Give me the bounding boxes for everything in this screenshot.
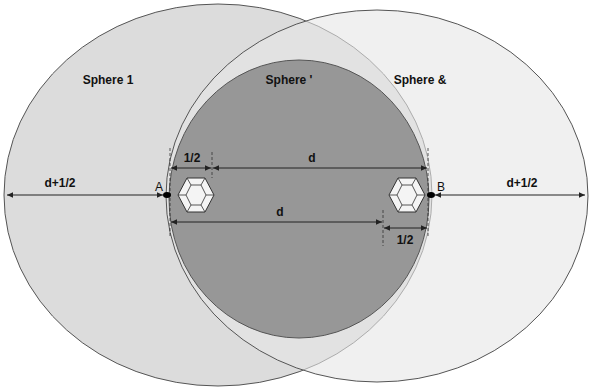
point-label: B (437, 181, 445, 193)
dimension-label: d (276, 206, 283, 218)
dimension-label: 1/2 (397, 234, 414, 246)
sphere-label: Sphere & (394, 73, 447, 87)
sphere-label: Sphere ' (266, 73, 313, 87)
dimension-label: d+1/2 (44, 177, 75, 189)
dimension-label: d+1/2 (506, 177, 537, 189)
dimension-label: 1/2 (184, 152, 201, 164)
dimension-label: d (308, 152, 315, 164)
sphere-label: Sphere 1 (83, 73, 134, 87)
point-label: A (155, 181, 163, 193)
